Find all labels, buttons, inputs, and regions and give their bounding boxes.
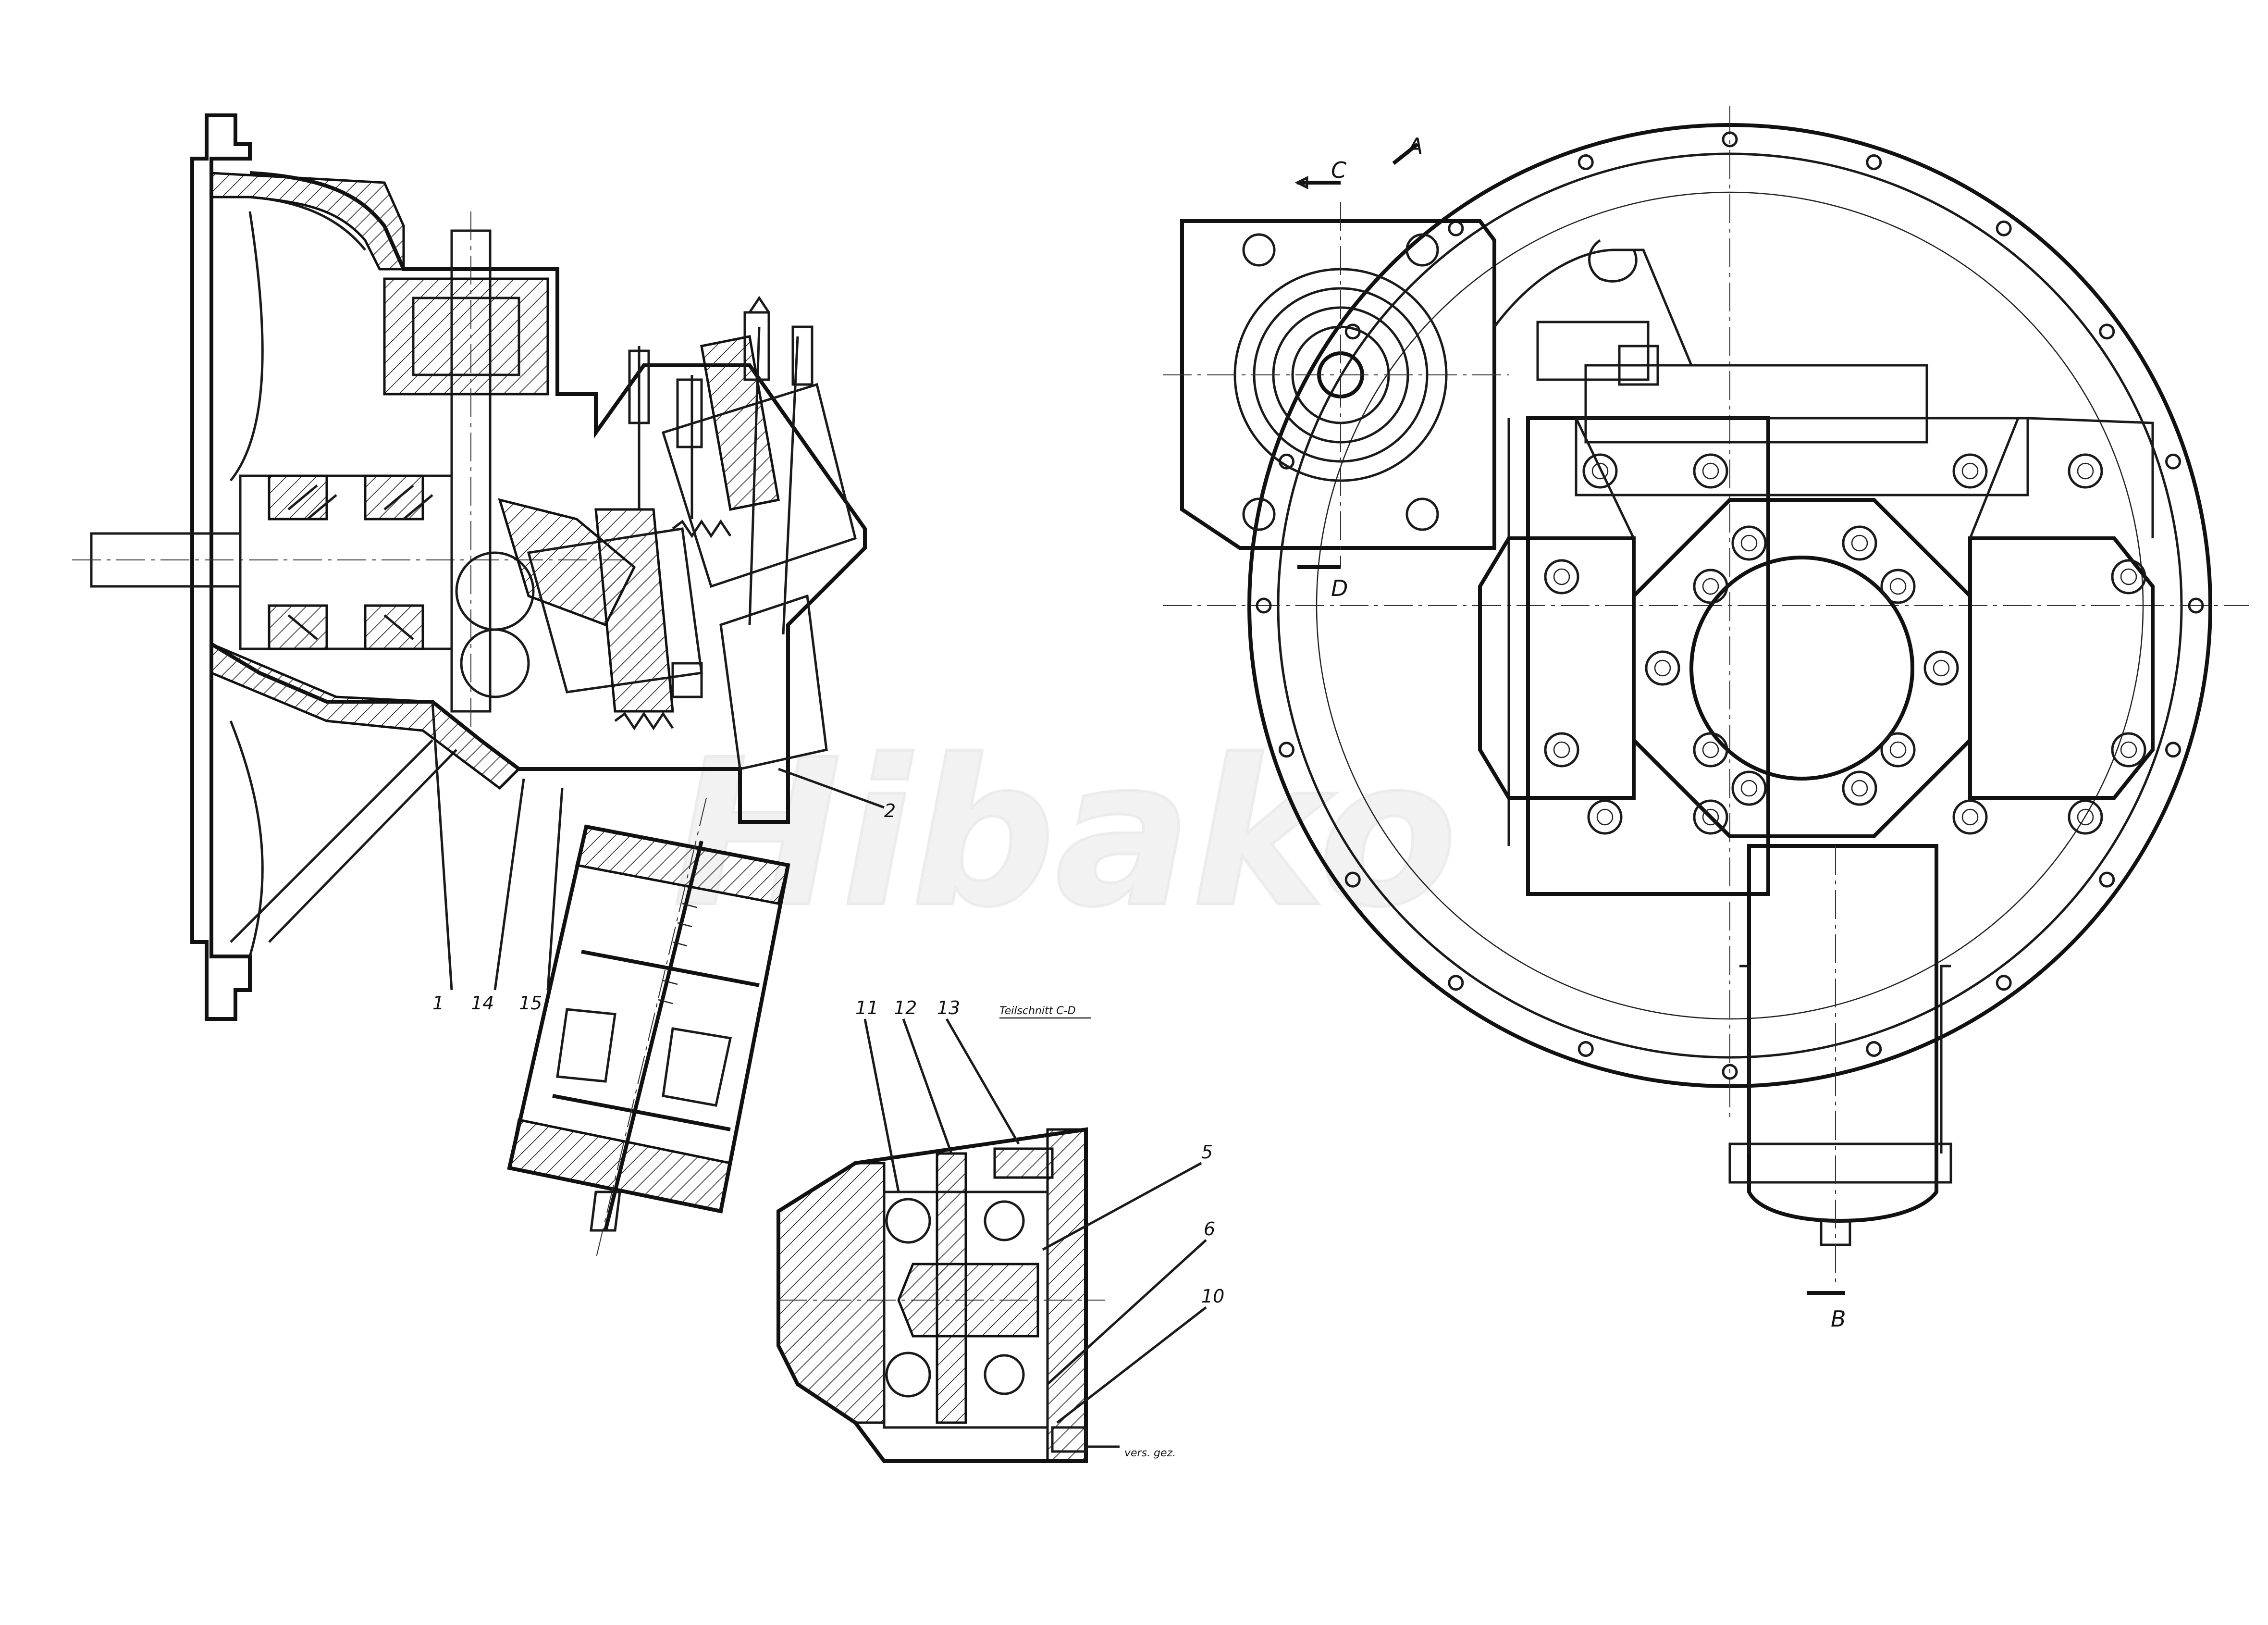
bolt-head [1693,732,1728,768]
bolt-head [1693,453,1728,489]
bolt-hole [1344,871,1361,888]
detail-section-c-d: Teilschnitt C-D 11 12 13 5 6 10 vers. ge… [777,997,1224,1463]
housing-bolts [1544,453,2146,835]
bolt-thread [2120,568,2137,585]
bolt-head [1731,770,1767,806]
left-sectional-view: 1 14 15 2 [72,113,896,1260]
bolt-head [1731,525,1767,561]
bolt-hole [2099,871,2115,888]
bolt-thread [1961,808,1979,826]
bolt-head [1923,650,1959,686]
detail-title: Teilschnitt C-D [999,1005,1076,1017]
right-front-view: C D A B [1163,106,2249,1332]
part-label-15: 15 [519,992,542,1014]
bolt-thread [1702,578,1719,595]
bolt-head [1952,453,1988,489]
part-label-14: 14 [471,992,494,1014]
bolt-hole [1722,131,1738,148]
bolt-head [2111,559,2146,595]
bolt-head [1544,559,1579,595]
bolt-thread [1553,568,1570,585]
bolt-head [2068,799,2103,835]
bolt-head [1587,799,1623,835]
bolt-thread [1851,780,1868,797]
bolt-thread [1851,534,1868,552]
bolt-thread [1740,780,1758,797]
part-label-10: 10 [1201,1286,1224,1307]
bolt-thread [2077,808,2094,826]
bolt-thread [1740,534,1758,552]
bolt-hole [1578,154,1594,170]
section-marker-a: A [1406,133,1423,159]
detail-note: vers. gez. [1124,1447,1176,1459]
bolt-thread [1933,659,1950,677]
bolt-thread [1596,808,1614,826]
bolt-head [2068,453,2103,489]
bolt-hole [1278,742,1294,758]
bolt-thread [1702,808,1719,826]
bolt-hole [2165,453,2182,470]
part-label-13: 13 [937,997,960,1018]
bolt-thread [1702,741,1719,758]
bolt-thread [1961,462,1979,480]
bolt-hole [1866,1041,1882,1057]
bolt-thread [1654,659,1671,677]
section-marker-b: B [1831,1306,1846,1332]
bolt-hole [2099,323,2115,340]
bolt-hole [1996,975,2012,991]
bolt-thread [1889,741,1907,758]
bolt-hole [1722,1064,1738,1080]
bolt-thread [1889,578,1907,595]
bolt-thread [2120,741,2137,758]
bolt-hole [1996,220,2012,236]
bolt-hole [1448,220,1464,236]
bolt-head [1645,650,1680,686]
section-marker-c: C [1331,157,1346,183]
bolt-thread [1553,741,1570,758]
bolt-head [1842,770,1877,806]
bolt-head [1880,732,1916,768]
bolt-head [1952,799,1988,835]
bolt-head [1693,799,1728,835]
bolt-head [1693,569,1728,604]
bolt-hole [1256,597,1272,614]
bolt-hole [1448,975,1464,991]
bolt-head [1880,569,1916,604]
section-marker-d: D [1331,575,1348,601]
bolt-hole [2165,742,2182,758]
bolt-hole [2188,597,2204,614]
part-label-2: 2 [884,800,896,821]
bolt-thread [2077,462,2094,480]
bolt-hole [1578,1041,1594,1057]
part-label-5: 5 [1201,1141,1213,1163]
bolt-circle-holes [1256,131,2204,1080]
part-label-12: 12 [894,997,917,1018]
bolt-thread [1591,462,1609,480]
bolt-hole [1866,154,1882,170]
bolt-head [1544,732,1579,768]
part-label-6: 6 [1204,1218,1215,1240]
bolt-head [2111,732,2146,768]
part-label-1: 1 [432,992,444,1014]
bolt-thread [1702,462,1719,480]
bolt-head [1842,525,1877,561]
part-label-11: 11 [855,997,878,1018]
bolt-head [1582,453,1618,489]
